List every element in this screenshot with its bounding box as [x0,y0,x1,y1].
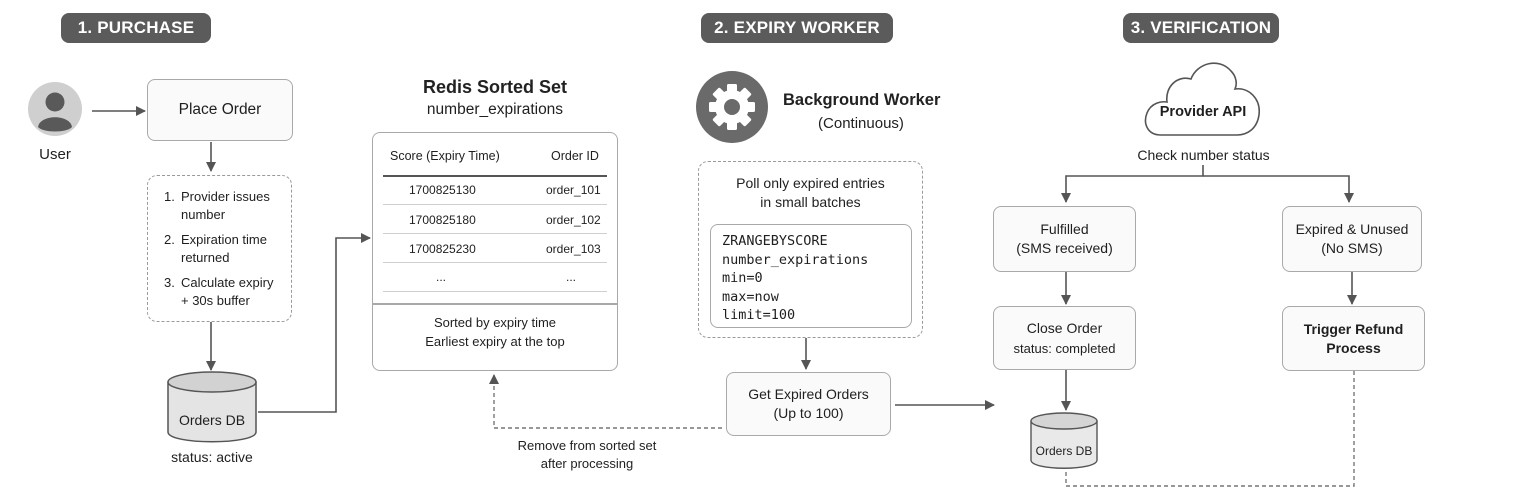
table-cell-order: order_102 [546,213,601,227]
check-status-label: Check number status [1137,147,1270,163]
redis-footer-line2: Earliest expiry at the top [425,334,565,349]
remove-label-line1: Remove from sorted set [517,438,657,453]
expired-line2: (No SMS) [1321,240,1383,256]
table-cell-score: 1700825180 [409,213,476,227]
code-line: number_expirations [722,251,869,268]
orders-db-status: status: active [171,449,253,465]
redis-table-box: Score (Expiry Time) Order ID 1700825130 … [372,132,618,371]
refund-line1: Trigger Refund [1303,320,1404,337]
place-order-box: Place Order [147,79,293,141]
redis-subtitle: number_expirations [426,101,564,118]
cloud-icon [1141,57,1265,137]
col-header-order: Order ID [551,149,599,163]
table-cell-order: order_103 [546,242,601,256]
code-line: ZRANGEBYSCORE [722,233,828,249]
line-refund-to-db [1065,371,1355,487]
user-avatar-icon [27,81,83,137]
orders-db-cylinder-icon [166,371,258,443]
code-line: max=now [722,288,779,305]
provider-api-label: Provider API [1159,104,1247,120]
remove-label-line2: after processing [540,456,634,471]
section-expiry-worker: 2. EXPIRY WORKER [701,13,893,43]
section-purchase: 1. PURCHASE [61,13,211,43]
query-code-block: ZRANGEBYSCORE number_expirations min=0 m… [710,224,912,328]
arrow-check-to-fulfilled [1061,165,1204,203]
code-line: min=0 [722,270,763,286]
get-expired-line2: (Up to 100) [773,405,844,421]
close-order-box: Close Order status: completed [993,306,1136,370]
col-header-score: Score (Expiry Time) [390,149,500,163]
worker-subtitle: (Continuous) [818,115,904,132]
user-label: User [39,146,71,163]
arrow-db-to-redis [258,233,371,413]
poll-box: Poll only expired entries in small batch… [698,161,923,338]
get-expired-line1: Get Expired Orders [748,386,869,402]
arrow-remove-from-set [489,374,722,429]
orders-db-cylinder-icon [1029,412,1099,470]
orders-db-label: Orders DB [178,412,246,428]
step-item: 1.Provider issues number [164,189,270,222]
table-cell-order: ... [566,270,577,284]
orders-db-label-2: Orders DB [1035,444,1093,458]
redis-title: Redis Sorted Set [422,77,568,97]
get-expired-orders-box: Get Expired Orders (Up to 100) [726,372,891,436]
section-verification: 3. VERIFICATION [1123,13,1279,43]
close-order-status: status: completed [1013,340,1116,356]
expired-unused-box: Expired & Unused (No SMS) [1282,206,1422,272]
step-item: 3.Calculate expiry + 30s buffer [164,275,274,308]
place-order-label: Place Order [178,101,262,118]
table-cell-score: 1700825230 [409,242,476,256]
step-item: 2.Expiration time returned [164,232,267,265]
expired-line1: Expired & Unused [1295,221,1409,237]
refund-line2: Process [1326,339,1381,356]
gear-icon [696,71,768,143]
fulfilled-line2: (SMS received) [1016,240,1113,256]
purchase-steps-box: 1.Provider issues number 2.Expiration ti… [147,175,292,322]
poll-line1: Poll only expired entries [736,175,885,191]
fulfilled-line1: Fulfilled [1040,221,1089,237]
close-order-line1: Close Order [1026,319,1103,336]
table-cell-score: 1700825130 [409,183,476,197]
table-cell-order: order_101 [546,183,601,197]
table-cell-score: ... [436,270,447,284]
arrow-check-to-expired [1203,175,1354,203]
refund-box: Trigger Refund Process [1282,306,1425,371]
worker-title: Background Worker [783,91,941,109]
code-line: limit=100 [722,307,796,323]
fulfilled-box: Fulfilled (SMS received) [993,206,1136,272]
poll-line2: in small batches [760,194,861,210]
redis-footer-line1: Sorted by expiry time [433,315,557,330]
